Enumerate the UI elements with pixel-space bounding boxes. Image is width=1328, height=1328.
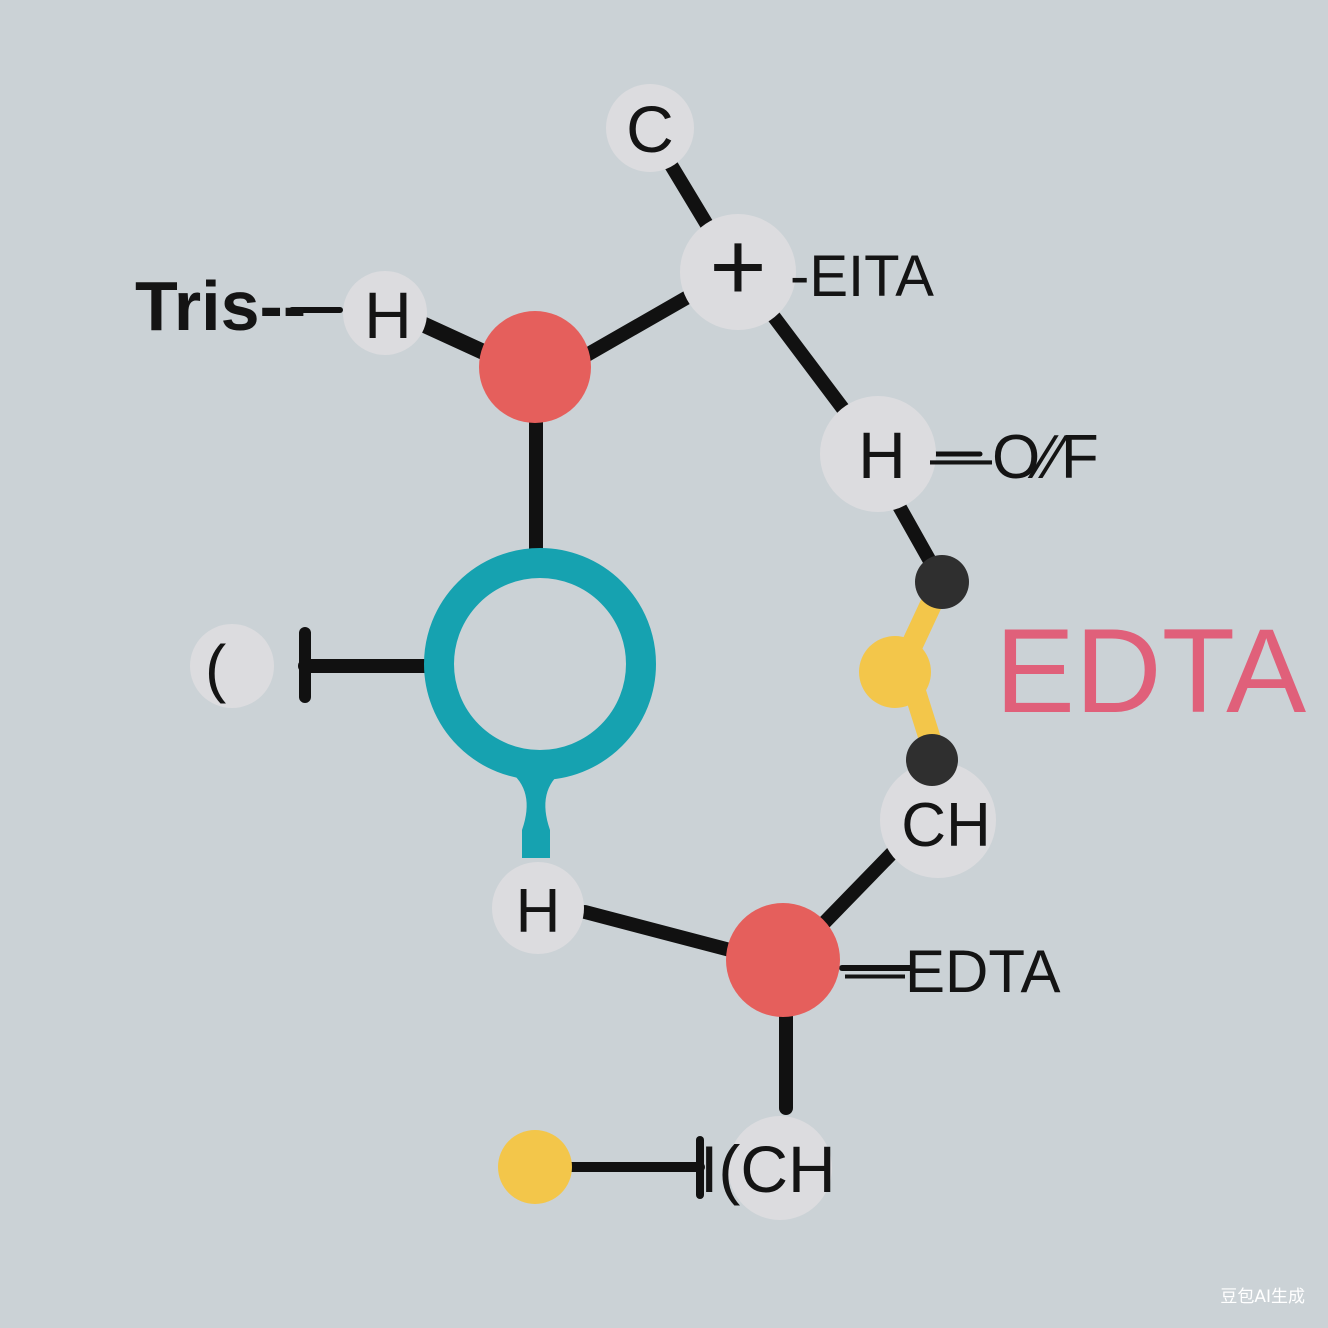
dark-atom-lower [906, 734, 958, 786]
label-ch-bottom: I(CH [700, 1132, 836, 1206]
gray-nodes [190, 84, 996, 1220]
ring-circle [424, 548, 656, 780]
teal-ring [424, 548, 656, 858]
watermark: 豆包AI生成 [1220, 1287, 1305, 1307]
yellow-atom-bottom [498, 1130, 572, 1204]
bond-h-bottom-red [578, 905, 737, 957]
atoms [479, 311, 969, 1204]
labels: C + -EITA Tris-- H H —O⁄⁄F EDTA ( CH H —… [135, 92, 1306, 1206]
yellow-node-mid [859, 636, 931, 708]
label-c-left: ( [205, 632, 226, 704]
bond-h-red [410, 314, 498, 363]
label-plus: + [709, 211, 766, 321]
yellow-linker [859, 574, 951, 766]
label-edta-bottom: —EDTA [845, 938, 1061, 1005]
node-h-bottom [492, 862, 584, 954]
bonds [289, 153, 983, 1199]
bond-red-ch [818, 843, 902, 929]
label-h-left: H [364, 278, 412, 352]
node-ch-bottom [728, 1116, 832, 1220]
node-plus [680, 214, 796, 330]
node-c-left [190, 624, 274, 708]
label-edta-top: -EITA [790, 244, 934, 309]
label-ch-right: CH [901, 791, 991, 860]
label-edta-pink: EDTA [995, 604, 1306, 738]
bond-plus-h-right [758, 298, 857, 425]
dark-atom-upper [915, 555, 969, 609]
red-atom-bottom [726, 903, 840, 1017]
node-ch-right [880, 762, 996, 878]
label-h-bottom: H [516, 877, 561, 946]
label-top-c: C [626, 92, 674, 166]
red-atom-top [479, 311, 591, 423]
ring-stem [508, 770, 564, 858]
bond-red-plus [571, 283, 707, 367]
label-o-f: —O⁄⁄F [930, 423, 1099, 492]
node-top-c [606, 84, 694, 172]
node-h-right [820, 396, 936, 512]
label-h-right: H [858, 418, 906, 492]
label-tris: Tris-- [135, 267, 306, 345]
node-h-left [343, 271, 427, 355]
